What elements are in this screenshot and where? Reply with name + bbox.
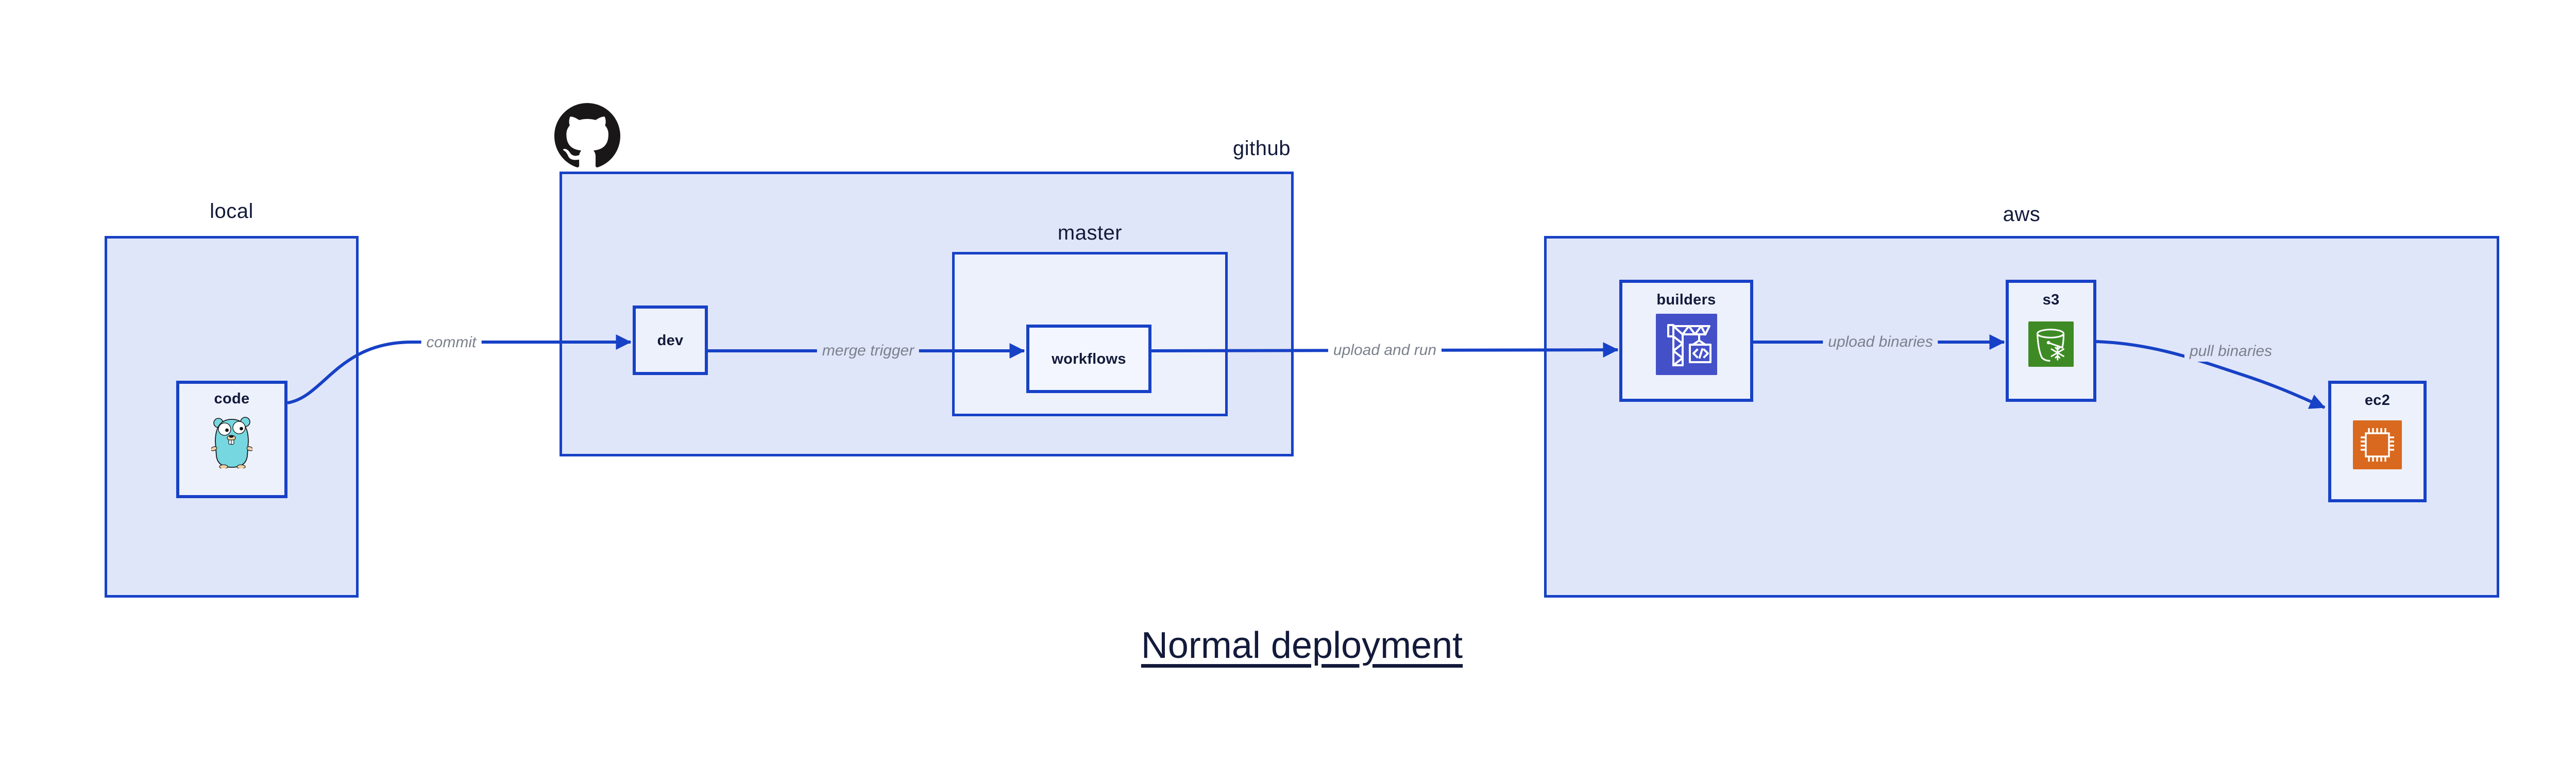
aws-ec2-chip-icon	[2353, 420, 2402, 469]
node-builders: builders	[1619, 280, 1753, 402]
aws-group-label: aws	[2003, 203, 2041, 226]
node-s3-label: s3	[2042, 292, 2060, 308]
node-builders-label: builders	[1656, 292, 1716, 308]
node-s3: s3	[2006, 280, 2096, 402]
node-ec2-label: ec2	[2364, 392, 2391, 409]
node-dev-label: dev	[657, 332, 684, 349]
node-dev: dev	[633, 305, 708, 375]
node-ec2: ec2	[2328, 381, 2427, 502]
node-code: code	[176, 381, 287, 498]
github-octocat-icon	[554, 103, 620, 167]
diagram-title: Normal deployment	[1141, 625, 1463, 666]
node-workflows: workflows	[1026, 325, 1151, 393]
go-gopher-icon	[211, 417, 252, 468]
local-group-label: local	[210, 200, 253, 223]
edge-commit-label: commit	[421, 332, 482, 353]
aws-s3-glacier-bucket-icon	[2028, 321, 2074, 367]
edge-pull-binaries-label: pull binaries	[2184, 341, 2278, 362]
edge-merge-trigger-label: merge trigger	[817, 341, 920, 361]
edge-upload-and-run-label: upload and run	[1328, 340, 1442, 361]
node-code-label: code	[214, 390, 250, 407]
edge-upload-binaries-label: upload binaries	[1823, 332, 1938, 352]
master-group-label: master	[1057, 222, 1123, 244]
aws-codebuild-crane-icon	[1655, 314, 1717, 375]
node-workflows-label: workflows	[1052, 350, 1126, 367]
github-group-label: github	[1233, 137, 1291, 160]
